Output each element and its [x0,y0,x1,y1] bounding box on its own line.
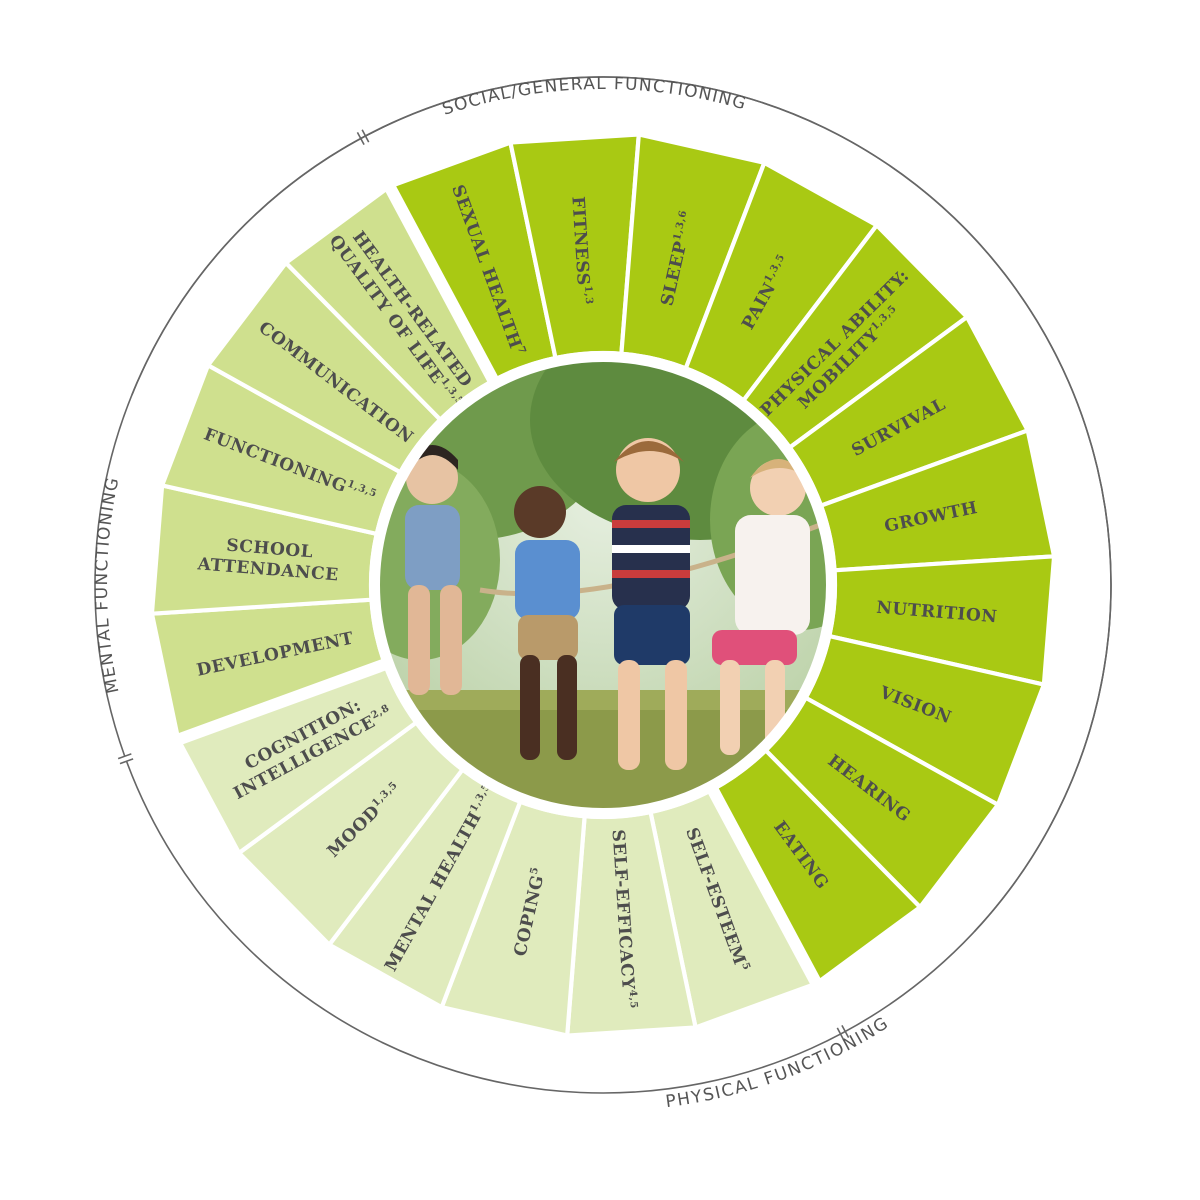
segments-ring: DEVELOPMENTSCHOOLATTENDANCEFUNCTIONING1,… [149,131,1057,1039]
group-divider [172,657,391,747]
group-divider [382,180,501,387]
ring-arc-mental [125,76,1112,1094]
center-photo [369,351,837,819]
ring-tick [117,753,132,760]
children-tug-of-war-photo [377,359,829,811]
group-title-social: SOCIAL/GENERAL FUNCTIONING [440,74,749,120]
group-title-mental: MENTAL FUNCTIONING [92,475,124,695]
group-divider [705,783,824,990]
outer-ring-brackets [94,76,1112,1094]
ring-tick [119,758,134,765]
ring-tick [836,1027,845,1041]
